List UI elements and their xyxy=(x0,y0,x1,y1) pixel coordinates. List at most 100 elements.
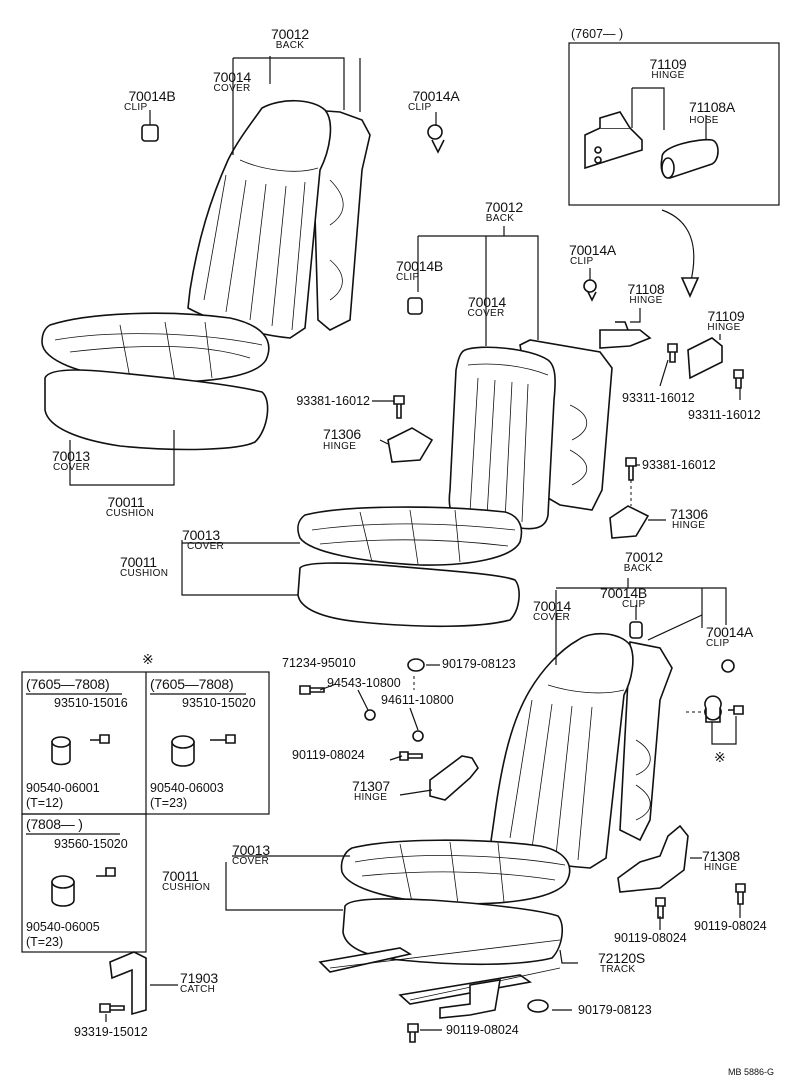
bolt-90119-left xyxy=(399,751,423,761)
hinge-71308 xyxy=(617,824,689,893)
label-70014-mid: 70014 xyxy=(468,294,506,310)
label-cushion-mid: CUSHION xyxy=(120,568,169,579)
leaders-top xyxy=(69,56,437,486)
label-90179-low: 90179-08123 xyxy=(578,1003,652,1017)
hinge-71109-inset xyxy=(584,127,643,170)
panel-b-stopper: 90540-06003 xyxy=(150,781,224,795)
label-clip-b-low: CLIP xyxy=(622,599,646,610)
label-70014a-mid: 70014A xyxy=(569,242,617,258)
label-93381-left: 93381-16012 xyxy=(296,394,370,408)
clip-70014b-top xyxy=(141,124,159,142)
label-hinge-71109-right: HINGE xyxy=(707,322,741,333)
label-cover-top: COVER xyxy=(213,83,251,94)
inset-frame-stoppers-lower xyxy=(21,813,147,953)
hinge-71307 xyxy=(429,755,479,801)
clip-70014b-mid xyxy=(407,297,423,315)
seat-cushion-mid xyxy=(297,562,520,628)
label-hinge-71306-left: HINGE xyxy=(323,441,357,452)
label-70014a-top: 70014A xyxy=(412,88,460,104)
leaders-middle xyxy=(181,226,741,596)
seat-back-top xyxy=(187,99,332,339)
label-hinge-71306-right: HINGE xyxy=(672,520,706,531)
bolt-90119-c xyxy=(655,897,666,919)
label-catch: CATCH xyxy=(180,984,216,995)
label-93311-b: 93311-16012 xyxy=(688,408,761,422)
seat-back-mid xyxy=(448,346,556,530)
label-90179-mid: 90179-08123 xyxy=(442,657,516,671)
label-70014-top: 70014 xyxy=(213,69,251,85)
label-94611: 94611-10800 xyxy=(381,693,454,707)
label-hose: HOSE xyxy=(689,115,719,126)
leaders-low xyxy=(225,578,741,1031)
label-cover-cushion-low: COVER xyxy=(232,856,270,867)
seat-cushion-top xyxy=(44,369,269,451)
arrow-inset-to-seat xyxy=(661,209,695,286)
panel-a-thickness: (T=12) xyxy=(26,796,64,810)
inset-frame-hose xyxy=(568,42,780,206)
panel-a-period: (7605—7808) xyxy=(26,676,110,692)
label-back-top: BACK xyxy=(275,40,305,51)
label-back-mid: BACK xyxy=(485,213,515,224)
screw-93560-15020 xyxy=(96,867,116,877)
label-71108: 71108 xyxy=(627,281,665,297)
part-90179-low xyxy=(527,999,549,1013)
panel-b-screw: 93510-15020 xyxy=(182,696,256,710)
bolt-93311-a xyxy=(667,343,678,363)
label-cover-mid: COVER xyxy=(467,308,505,319)
panel-b-thickness: (T=23) xyxy=(150,796,188,810)
label-clip-b-mid: CLIP xyxy=(396,272,420,283)
label-93381-right: 93381-16012 xyxy=(642,458,716,472)
stopper-right xyxy=(704,695,722,723)
screw-93510-15020 xyxy=(210,734,236,744)
label-70013-top: 70013 xyxy=(52,448,90,464)
clip-70014a-low xyxy=(721,659,735,673)
hinge-71109-right xyxy=(687,337,723,380)
label-90119-c: 90119-08024 xyxy=(614,931,687,945)
label-71109-inset: 71109 xyxy=(649,56,687,72)
clip-70014b-low xyxy=(629,621,643,639)
label-track: TRACK xyxy=(600,964,636,975)
clip-70014a-top xyxy=(427,124,445,154)
label-70012-mid: 70012 xyxy=(485,199,523,215)
bolt-right-stopper xyxy=(728,705,744,715)
label-back-low: BACK xyxy=(623,563,653,574)
panel-c-thickness: (T=23) xyxy=(26,935,64,949)
part-94611 xyxy=(412,730,424,742)
label-cushion-top: CUSHION xyxy=(105,508,155,519)
label-90119-left: 90119-08024 xyxy=(292,748,365,762)
part-90179-mid xyxy=(407,658,425,672)
label-94543: 94543-10800 xyxy=(327,676,401,690)
stopper-90540-06001 xyxy=(51,741,71,766)
label-70011-mid: 70011 xyxy=(120,554,157,570)
label-70014a-low: 70014A xyxy=(706,624,754,640)
label-71306-right: 71306 xyxy=(670,506,708,522)
label-hinge-71108: HINGE xyxy=(629,295,663,306)
label-71903: 71903 xyxy=(180,970,218,986)
panel-c-stopper: 90540-06005 xyxy=(26,920,100,934)
label-71307: 71307 xyxy=(352,778,390,794)
label-clip-a-top: CLIP xyxy=(408,102,432,113)
seat-cushion-cover-mid xyxy=(297,506,523,566)
seat-assembly-low xyxy=(299,621,746,1043)
seat-assembly-middle xyxy=(297,279,744,628)
bolt-71234 xyxy=(299,685,325,695)
panel-a-screw: 93510-15016 xyxy=(54,696,128,710)
inset-mark-right: ※ xyxy=(714,749,726,765)
hinge-71108 xyxy=(599,321,652,349)
label-70013-low: 70013 xyxy=(232,842,270,858)
bolt-93381-left xyxy=(393,395,405,419)
bolt-93319 xyxy=(99,1003,125,1013)
label-93319: 93319-15012 xyxy=(74,1025,148,1039)
label-71306-left: 71306 xyxy=(323,426,361,442)
label-70012-top: 70012 xyxy=(271,26,309,42)
catch-71903 xyxy=(109,951,147,1016)
label-72120s: 72120S xyxy=(598,950,646,966)
label-cover-low: COVER xyxy=(533,612,571,623)
clip-70014a-mid xyxy=(583,279,597,302)
label-71108a: 71108A xyxy=(688,99,736,115)
label-cover-cushion-top: COVER xyxy=(53,462,91,473)
footer-code: MB 5886-G xyxy=(728,1067,775,1077)
label-hinge-71307: HINGE xyxy=(354,792,388,803)
